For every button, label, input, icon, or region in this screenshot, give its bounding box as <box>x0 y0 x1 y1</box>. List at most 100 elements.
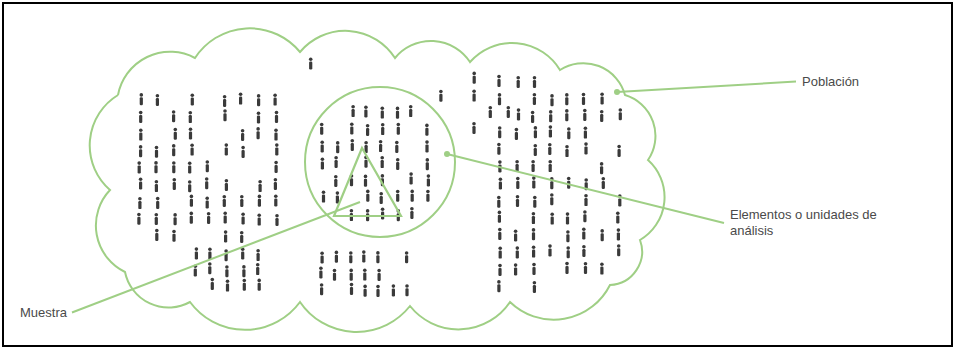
person-head <box>583 210 587 214</box>
person-head <box>405 251 409 255</box>
person-icon <box>584 262 588 274</box>
person-body <box>533 200 536 208</box>
person-head <box>189 127 193 131</box>
person-icon <box>190 212 194 224</box>
person-body <box>351 143 354 151</box>
person-icon <box>532 176 536 188</box>
person-head <box>498 160 502 164</box>
person-icon <box>617 244 621 256</box>
person-body <box>396 111 399 119</box>
person-body <box>499 251 502 259</box>
person-body <box>517 112 520 120</box>
person-body <box>534 130 537 138</box>
person-body <box>584 146 587 154</box>
person-head <box>498 247 502 251</box>
person-head <box>516 177 520 181</box>
person-head <box>172 161 176 165</box>
person-head <box>188 180 192 184</box>
person-body <box>379 144 382 152</box>
person-icon <box>533 281 537 293</box>
person-head <box>173 213 177 217</box>
person-head <box>320 251 324 255</box>
person-body <box>139 133 142 141</box>
person-icon <box>320 140 324 152</box>
person-head <box>379 192 383 196</box>
person-head <box>155 180 159 184</box>
person-head <box>565 145 569 149</box>
person-body <box>362 254 365 262</box>
person-body <box>211 282 214 290</box>
person-head <box>257 111 261 115</box>
person-icon <box>319 266 323 278</box>
person-head <box>257 279 261 283</box>
person-body <box>274 133 277 141</box>
person-icon <box>514 229 518 241</box>
person-body <box>240 199 243 207</box>
person-body <box>364 110 367 118</box>
person-body <box>322 195 325 203</box>
person-head <box>532 246 536 250</box>
person-icon <box>155 229 159 241</box>
person-head <box>489 106 493 110</box>
person-icon <box>498 211 502 223</box>
person-icon <box>336 141 340 153</box>
person-body <box>275 147 278 155</box>
person-body <box>138 201 141 209</box>
person-head <box>472 122 476 126</box>
person-icon <box>410 207 414 219</box>
person-icon <box>366 124 370 136</box>
person-head <box>516 195 520 199</box>
person-head <box>309 57 313 61</box>
person-head <box>515 128 519 132</box>
person-head <box>497 75 501 79</box>
person-head <box>425 124 429 128</box>
person-head <box>497 280 501 284</box>
person-body <box>489 110 492 118</box>
person-head <box>190 144 194 148</box>
person-head <box>584 142 588 146</box>
person-head <box>533 76 537 80</box>
person-head <box>191 93 195 97</box>
person-body <box>191 98 194 106</box>
person-head <box>223 109 227 113</box>
person-body <box>140 97 143 105</box>
person-icon <box>363 269 367 281</box>
person-head <box>396 107 400 111</box>
person-body <box>224 216 227 224</box>
person-icon <box>225 179 229 191</box>
person-body <box>223 113 226 121</box>
person-body <box>516 181 519 189</box>
person-head <box>533 93 537 97</box>
person-head <box>567 127 571 131</box>
person-head <box>172 110 176 114</box>
person-head <box>584 127 588 131</box>
person-body <box>225 147 228 155</box>
person-body <box>172 234 175 242</box>
person-icon <box>617 228 621 240</box>
person-head <box>600 263 604 267</box>
person-head <box>516 76 520 80</box>
person-icon <box>516 195 520 207</box>
person-icon <box>139 177 143 189</box>
person-head <box>409 105 413 109</box>
person-icon <box>602 177 606 189</box>
person-body <box>498 232 501 240</box>
person-head <box>225 143 229 147</box>
person-head <box>600 229 604 233</box>
person-icon <box>497 196 501 208</box>
person-icon <box>533 76 537 88</box>
person-icon <box>409 105 413 117</box>
person-icon <box>548 143 552 155</box>
person-head <box>320 283 324 287</box>
person-icon <box>617 145 621 157</box>
callout-label: Elementos o unidades de análisis <box>730 207 890 239</box>
person-body <box>426 194 429 202</box>
person-body <box>207 216 210 224</box>
person-head <box>548 244 552 248</box>
person-body <box>366 194 369 202</box>
person-head <box>155 146 159 150</box>
person-body <box>549 114 552 122</box>
person-body <box>619 112 622 120</box>
person-icon <box>334 156 338 168</box>
person-body <box>319 271 322 279</box>
